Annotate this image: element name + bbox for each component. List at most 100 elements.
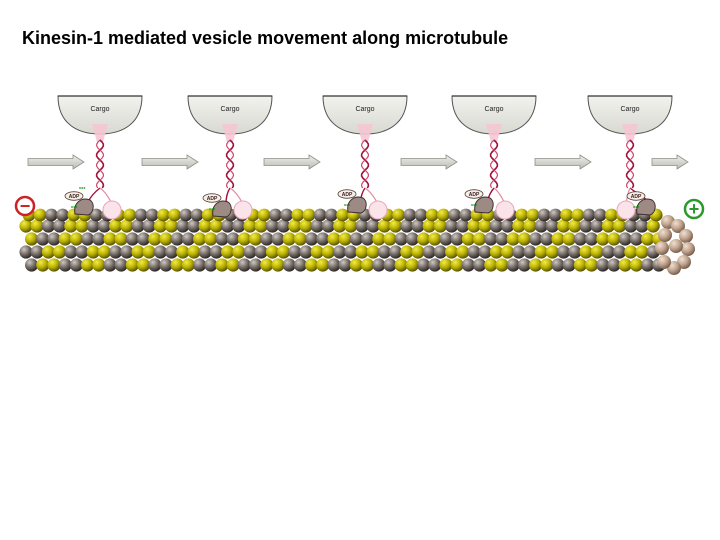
alpha-tubulin-subunit [75,219,89,233]
alpha-tubulin-subunit [209,219,223,233]
beta-tubulin-subunit [573,232,588,246]
alpha-tubulin-subunit [355,245,369,259]
adp-badge [464,189,484,199]
alpha-tubulin-subunit [456,245,470,259]
beta-tubulin-subunit [226,232,240,246]
beta-tubulin-subunit [372,258,386,272]
alpha-tubulin-subunit [333,219,347,233]
alpha-tubulin-subunit [33,208,47,222]
alpha-tubulin-subunit [277,245,291,259]
adp-label: ADP [342,192,353,198]
alpha-tubulin-subunit [53,245,67,259]
direction-arrows [27,154,689,170]
beta-tubulin-subunit [562,258,576,272]
direction-arrow-icon [263,154,321,170]
adp-label: ADP [207,196,218,202]
beta-tubulin-subunit [165,245,179,259]
alpha-tubulin-subunit [81,258,95,272]
alpha-tubulin-subunit [344,219,358,233]
alpha-tubulin-subunit [288,219,302,233]
beta-tubulin-subunit [473,258,487,272]
beta-tubulin-subunit [506,258,520,272]
alpha-tubulin-subunit [109,219,123,233]
alpha-tubulin-subunit [450,258,464,272]
alpha-tubulin-subunit [69,232,83,246]
alpha-tubulin-subunit [529,258,543,272]
alpha-tubulin-subunit [201,208,215,222]
beta-tubulin-subunit [596,258,610,272]
alpha-tubulin-subunit [232,245,246,259]
beta-tubulin-subunit [400,219,414,233]
beta-tubulin-subunit [53,219,67,233]
alpha-tubulin-subunit [425,208,439,222]
alpha-tubulin-subunit [461,232,475,246]
alpha-tubulin-subunit [596,232,610,246]
alpha-tubulin-subunit [545,245,560,259]
kinesin-motor-head [636,198,656,216]
kinesin-motor-head [474,196,494,214]
beta-tubulin-subunit [450,232,464,246]
alpha-tubulin-subunit [607,232,621,246]
alpha-tubulin-subunit [562,232,576,246]
kinesin-head-trailing [368,200,388,220]
alpha-tubulin-subunit [439,258,453,272]
alpha-tubulin-subunit [187,245,201,259]
beta-tubulin-subunit [89,208,103,222]
beta-tubulin-subunit [56,208,69,222]
alpha-tubulin-subunit [405,258,419,272]
direction-arrow-icon [651,154,689,170]
alpha-tubulin-subunit [291,208,305,222]
adp-badge [626,191,646,201]
alpha-tubulin-subunit [305,258,319,272]
alpha-tubulin-subunit [422,219,436,233]
adp-label: ADP [631,194,642,200]
beta-tubulin-subunit [131,219,145,233]
beta-tubulin-subunit [459,208,473,222]
alpha-tubulin-subunit [624,245,638,259]
beta-tubulin-subunit [193,258,207,272]
beta-tubulin-subunit [64,245,78,259]
beta-tubulin-subunit [187,219,201,233]
alpha-tubulin-subunit [265,245,279,259]
beta-tubulin-subunit [36,232,50,246]
beta-tubulin-subunit [120,245,134,259]
beta-tubulin-subunit [181,232,195,246]
alpha-tubulin-subunit [41,245,56,259]
beta-tubulin-subunit [41,219,56,233]
cargo-label: Cargo [355,106,374,113]
alpha-tubulin-subunit [257,208,271,222]
beta-tubulin-subunit [467,245,481,259]
beta-tubulin-subunit [134,208,148,222]
alpha-tubulin-subunit [377,219,391,233]
alpha-tubulin-subunit [153,219,167,233]
minus-end-label: − [20,196,31,216]
beta-tubulin-subunit [321,219,335,233]
beta-tubulin-subunit [137,232,151,246]
beta-tubulin-subunit [299,245,313,259]
alpha-tubulin-subunit [198,219,212,233]
alpha-tubulin-subunit [123,208,137,222]
slide-title: Kinesin-1 mediated vesicle movement alon… [22,28,509,48]
beta-tubulin-subunit [293,258,307,272]
beta-tubulin-subunit [338,258,352,272]
beta-tubulin-subunit [523,245,537,259]
kinesin-motor-head [347,196,367,214]
alpha-tubulin-subunit [515,208,529,222]
alpha-tubulin-subunit [338,232,352,246]
beta-tubulin-subunit [125,232,139,246]
beta-tubulin-subunit [383,258,397,272]
cargo-label: Cargo [220,106,239,113]
beta-tubulin-subunit [579,219,593,233]
direction-arrow-icon [27,154,85,170]
alpha-tubulin-subunit [271,258,285,272]
alpha-tubulin-subunit [215,258,229,272]
alpha-tubulin-subunit [495,258,509,272]
tubulin-end-subunit [658,228,672,242]
tubulin-end-subunit [655,241,669,255]
alpha-tubulin-subunit [618,258,632,272]
alpha-tubulin-subunit [635,245,649,259]
